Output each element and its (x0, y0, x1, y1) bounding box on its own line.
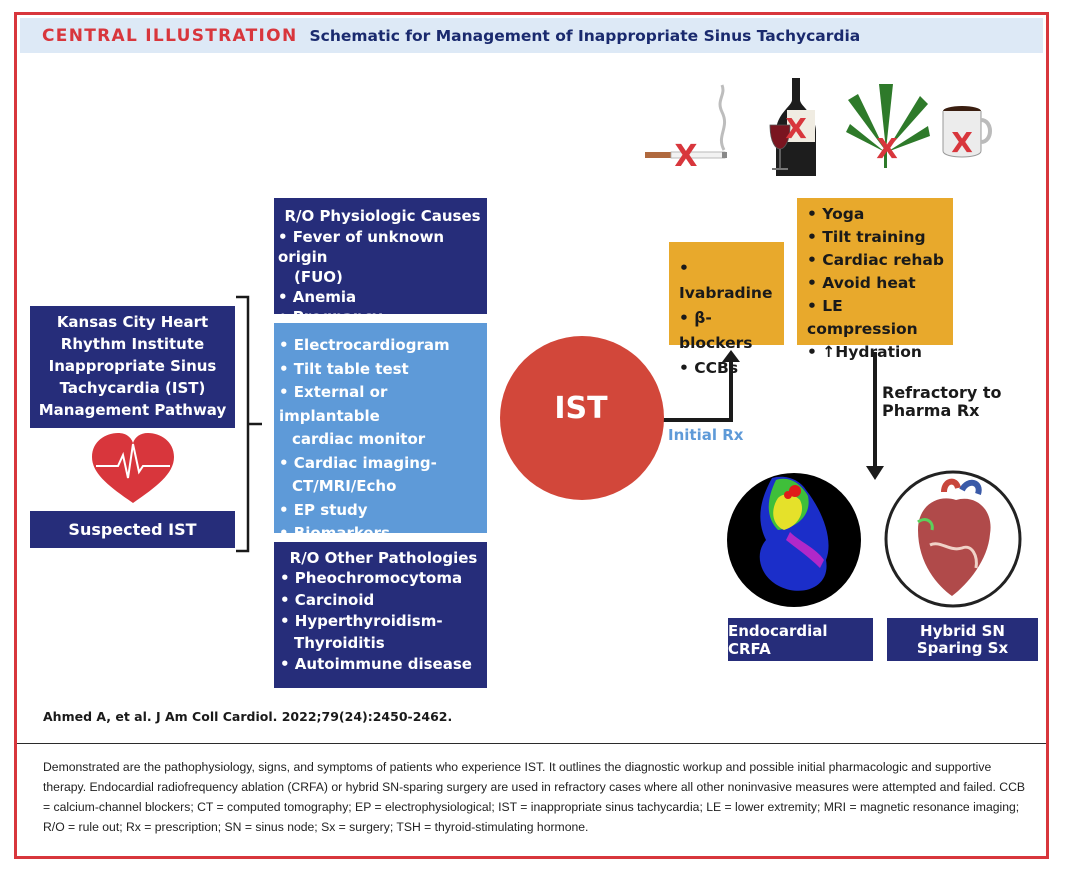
svg-text:X: X (951, 126, 973, 159)
workup-item: • EP study (279, 500, 368, 519)
heart-anatomy-image (884, 470, 1022, 608)
pathology-item: • Carcinoid (280, 590, 375, 609)
lifestyle-item: • LE compression (807, 297, 918, 338)
physiologic-item: • Fever of unknown origin (278, 228, 445, 266)
svg-text:X: X (785, 112, 807, 145)
hybrid-surgery-box: Hybrid SN Sparing Sx (887, 618, 1038, 661)
physiologic-item: • Pregnancy (278, 308, 383, 326)
medication-item: • β-blockers (679, 309, 753, 352)
cannabis-leaf-icon: X (846, 84, 930, 168)
medications-box: • Ivabradine • β-blockers • CCBs (669, 242, 784, 377)
coffee-mug-icon: X (942, 106, 992, 159)
initial-rx-label: Initial Rx (668, 426, 744, 444)
workup-item: • Electrocardiogram (279, 336, 450, 354)
physiologic-causes-box: R/O Physiologic Causes • Fever of unknow… (274, 198, 487, 326)
cigarette-icon: X (645, 84, 727, 174)
pathology-item: • Pheochromocytoma (280, 569, 463, 587)
caption-divider (17, 743, 1046, 744)
pathology-item: Thyroiditis (294, 633, 385, 652)
pathway-title-line: Management Pathway (38, 401, 227, 419)
svg-text:X: X (674, 139, 697, 174)
pathology-item: • Hyperthyroidism- (280, 612, 443, 630)
central-illustration-label: CENTRAL ILLUSTRATION (42, 25, 298, 46)
physiologic-item: • Anemia (278, 288, 357, 306)
pathway-title-line: Kansas City Heart (56, 313, 209, 331)
crfa-label: Endocardial CRFA (728, 621, 828, 658)
workup-item: • External or implantable (279, 383, 388, 425)
diagnostic-workup-box: • Electrocardiogram • Tilt table test • … (274, 323, 487, 542)
lifestyle-item: • Cardiac rehab (807, 251, 944, 269)
svg-text:X: X (876, 132, 898, 165)
figure-header: CENTRAL ILLUSTRATION Schematic for Manag… (20, 18, 1043, 53)
lifestyle-measures-box: • Yoga • Tilt training • Cardiac rehab •… (797, 198, 953, 361)
figure-caption: Demonstrated are the pathophysiology, si… (43, 760, 1026, 834)
figure-title: Schematic for Management of Inappropriat… (309, 26, 861, 45)
management-pathway-box: Kansas City Heart Rhythm Institute Inapp… (30, 306, 235, 428)
lifestyle-item: • ↑Hydration (807, 343, 922, 361)
suspected-ist-box: Suspected IST (30, 511, 235, 548)
pathway-bracket (236, 295, 262, 553)
workup-item: CT/MRI/Echo (292, 477, 397, 495)
workup-item: cardiac monitor (292, 430, 426, 448)
crfa-box: Endocardial CRFA (728, 618, 873, 661)
electroanatomic-map-image (727, 473, 861, 607)
citation: Ahmed A, et al. J Am Coll Cardiol. 2022;… (43, 709, 453, 724)
other-pathologies-box: R/O Other Pathologies • Pheochromocytoma… (274, 542, 487, 688)
heart-ecg-icon (92, 433, 174, 503)
hybrid-line: Hybrid SN (920, 621, 1005, 640)
ist-label: IST (554, 391, 608, 426)
physiologic-causes-heading: R/O Physiologic Causes (284, 207, 481, 225)
wine-icon: X (769, 78, 816, 176)
refractory-label: Refractory to Pharma Rx (882, 384, 1001, 420)
pathology-item: • Autoimmune disease (280, 655, 472, 673)
physiologic-item: (FUO) (294, 268, 343, 286)
medication-item: • Ivabradine (679, 259, 773, 302)
lifestyle-item: • Avoid heat (807, 274, 916, 292)
workup-item: • Tilt table test (279, 359, 409, 378)
hybrid-line: Sparing Sx (916, 638, 1009, 657)
workup-item: • Cardiac imaging- (279, 453, 437, 472)
pathway-title-line: Inappropriate Sinus (48, 357, 217, 375)
workup-item: • Biomarkers (279, 524, 390, 542)
other-pathologies-heading: R/O Other Pathologies (289, 549, 478, 567)
ist-circle (500, 336, 664, 500)
initial-rx-arrow (662, 360, 733, 422)
refractory-line: Refractory to (882, 383, 1002, 402)
refractory-line: Pharma Rx (882, 401, 980, 420)
pathway-title-line: Rhythm Institute (60, 335, 205, 353)
medication-item: • CCBs (679, 359, 739, 377)
suspected-ist-label: Suspected IST (68, 520, 197, 539)
lifestyle-item: • Yoga (807, 205, 865, 223)
pathway-title-line: Tachycardia (IST) (59, 379, 206, 397)
lifestyle-item: • Tilt training (807, 228, 926, 246)
